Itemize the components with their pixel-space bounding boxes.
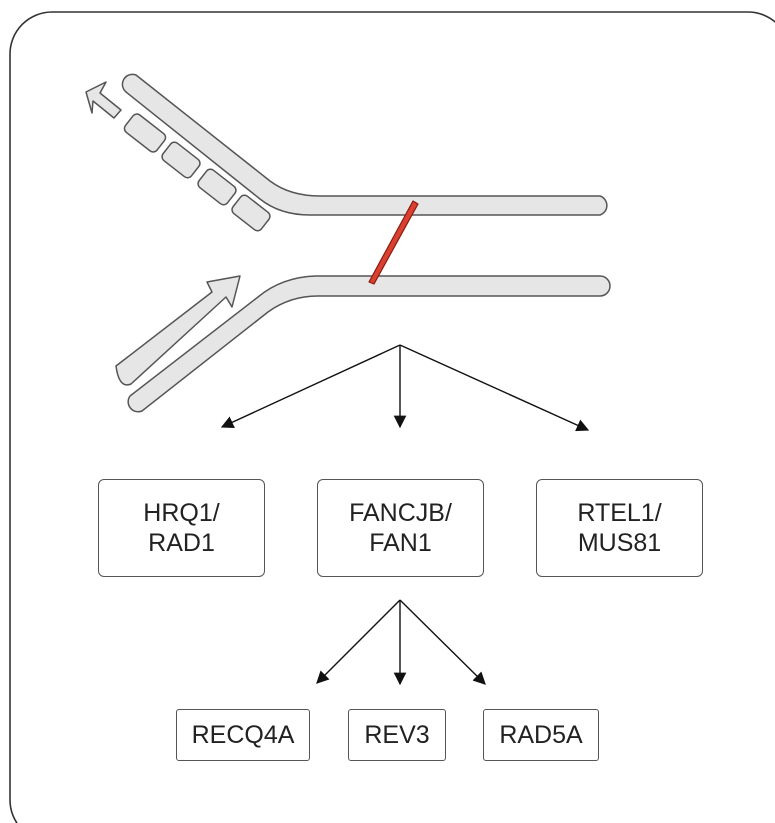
node-rad5a-label: RAD5A	[499, 721, 583, 749]
arrow-to-hrq1	[220, 344, 401, 428]
lagging-strand-arrow-icon	[85, 81, 122, 119]
arrow-to-recq4a	[316, 599, 401, 684]
okazaki-fragment	[197, 168, 237, 206]
node-rtel1-line2: MUS81	[577, 529, 662, 557]
node-recq4a-label: RECQ4A	[191, 721, 295, 749]
leading-strand-arrow-icon	[115, 275, 241, 386]
node-rad5a: RAD5A	[483, 709, 599, 761]
node-hrq1-line1: HRQ1/	[143, 499, 220, 527]
node-recq4a: RECQ4A	[176, 709, 310, 761]
diagram-frame	[9, 11, 775, 823]
okazaki-fragment-icon	[123, 113, 271, 232]
node-hrq1-rad1: HRQ1/ RAD1	[98, 479, 265, 577]
sub-pathway-branch-arrows	[316, 599, 486, 686]
node-rtel1-mus81: RTEL1/ MUS81	[536, 479, 703, 577]
okazaki-fragment	[123, 113, 167, 153]
node-fancjb-line2: FAN1	[369, 529, 432, 557]
node-fancjb-fan1: FANCJB/ FAN1	[317, 479, 484, 577]
bottom-parental-strand	[127, 275, 611, 413]
node-rtel1-line1: RTEL1/	[577, 499, 662, 527]
node-rev3-label: REV3	[364, 721, 430, 749]
node-rev3: REV3	[348, 709, 446, 761]
top-parental-strand	[121, 73, 608, 216]
node-hrq1-line2: RAD1	[148, 529, 215, 557]
arrow-to-rad5a	[399, 599, 486, 685]
okazaki-fragment	[231, 194, 271, 232]
node-fancjb-line1: FANCJB/	[349, 499, 452, 527]
okazaki-fragment	[161, 141, 201, 179]
arrow-to-rtel1	[399, 344, 590, 432]
interstrand-crosslink-icon	[368, 200, 419, 285]
pathway-branch-arrows	[220, 344, 590, 432]
